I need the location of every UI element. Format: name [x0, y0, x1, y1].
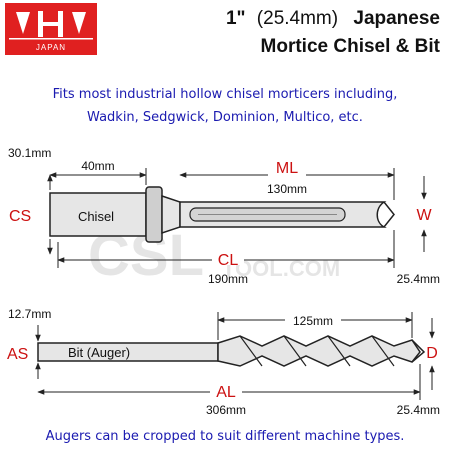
header-line-1: 1" (25.4mm) Japanese [226, 8, 440, 29]
flute-length: 125mm [293, 314, 333, 328]
bit-drawing: Bit (Auger) [37, 335, 426, 367]
d-label: D [426, 345, 438, 362]
logo-right-v [72, 12, 86, 34]
title-line-1: Japanese [353, 8, 440, 29]
chisel-width-value: 25.4mm [397, 272, 440, 286]
chisel-shank-length: 40mm [81, 159, 114, 173]
chisel-drawing: Chisel [49, 186, 395, 243]
ml-label: ML [276, 160, 298, 177]
bit-shank-dia: 12.7mm [8, 307, 51, 321]
chisel-shank [49, 192, 147, 237]
cs-label: CS [9, 208, 31, 225]
logo-background [5, 3, 97, 55]
note-top-line-2: Wadkin, Sedgwick, Dominion, Multico, etc… [87, 110, 363, 125]
bit-flute-lines [239, 335, 395, 367]
bit-dia-value: 25.4mm [397, 403, 440, 417]
chisel-body-label: Chisel [78, 209, 114, 224]
chisel-collar [145, 186, 163, 243]
bit-body-label: Bit (Auger) [68, 345, 130, 360]
size-metric: (25.4mm) [257, 8, 338, 29]
cl-label: CL [218, 252, 239, 269]
note-top-line-1: Fits most industrial hollow chisel morti… [53, 87, 398, 102]
bit-tip [411, 339, 426, 363]
al-label-bg [210, 382, 242, 397]
flute-label-bg [285, 312, 341, 326]
chisel-point [383, 201, 395, 228]
note-bottom: Augers can be cropped to suit different … [46, 429, 405, 444]
as-label: AS [7, 346, 28, 363]
al-label: AL [216, 384, 236, 401]
logo-subtitle: JAPAN [36, 43, 66, 52]
brand-logo: JAPAN [5, 3, 97, 55]
ml-label-bg [268, 162, 306, 176]
logo-rule [9, 38, 93, 40]
logo-h-crossbar [38, 22, 63, 26]
chisel-shank-dia: 30.1mm [8, 146, 51, 160]
ml-value: 130mm [267, 182, 307, 196]
al-value: 306mm [206, 403, 246, 417]
logo-left-v [16, 12, 30, 34]
cl-label-bg [212, 250, 244, 265]
size-imperial: 1" [226, 8, 246, 29]
cl-value: 190mm [208, 272, 248, 286]
bit-flutes [217, 335, 421, 367]
w-label: W [416, 207, 432, 224]
title-line-2: Mortice Chisel & Bit [261, 36, 441, 57]
chisel-neck [161, 194, 181, 235]
